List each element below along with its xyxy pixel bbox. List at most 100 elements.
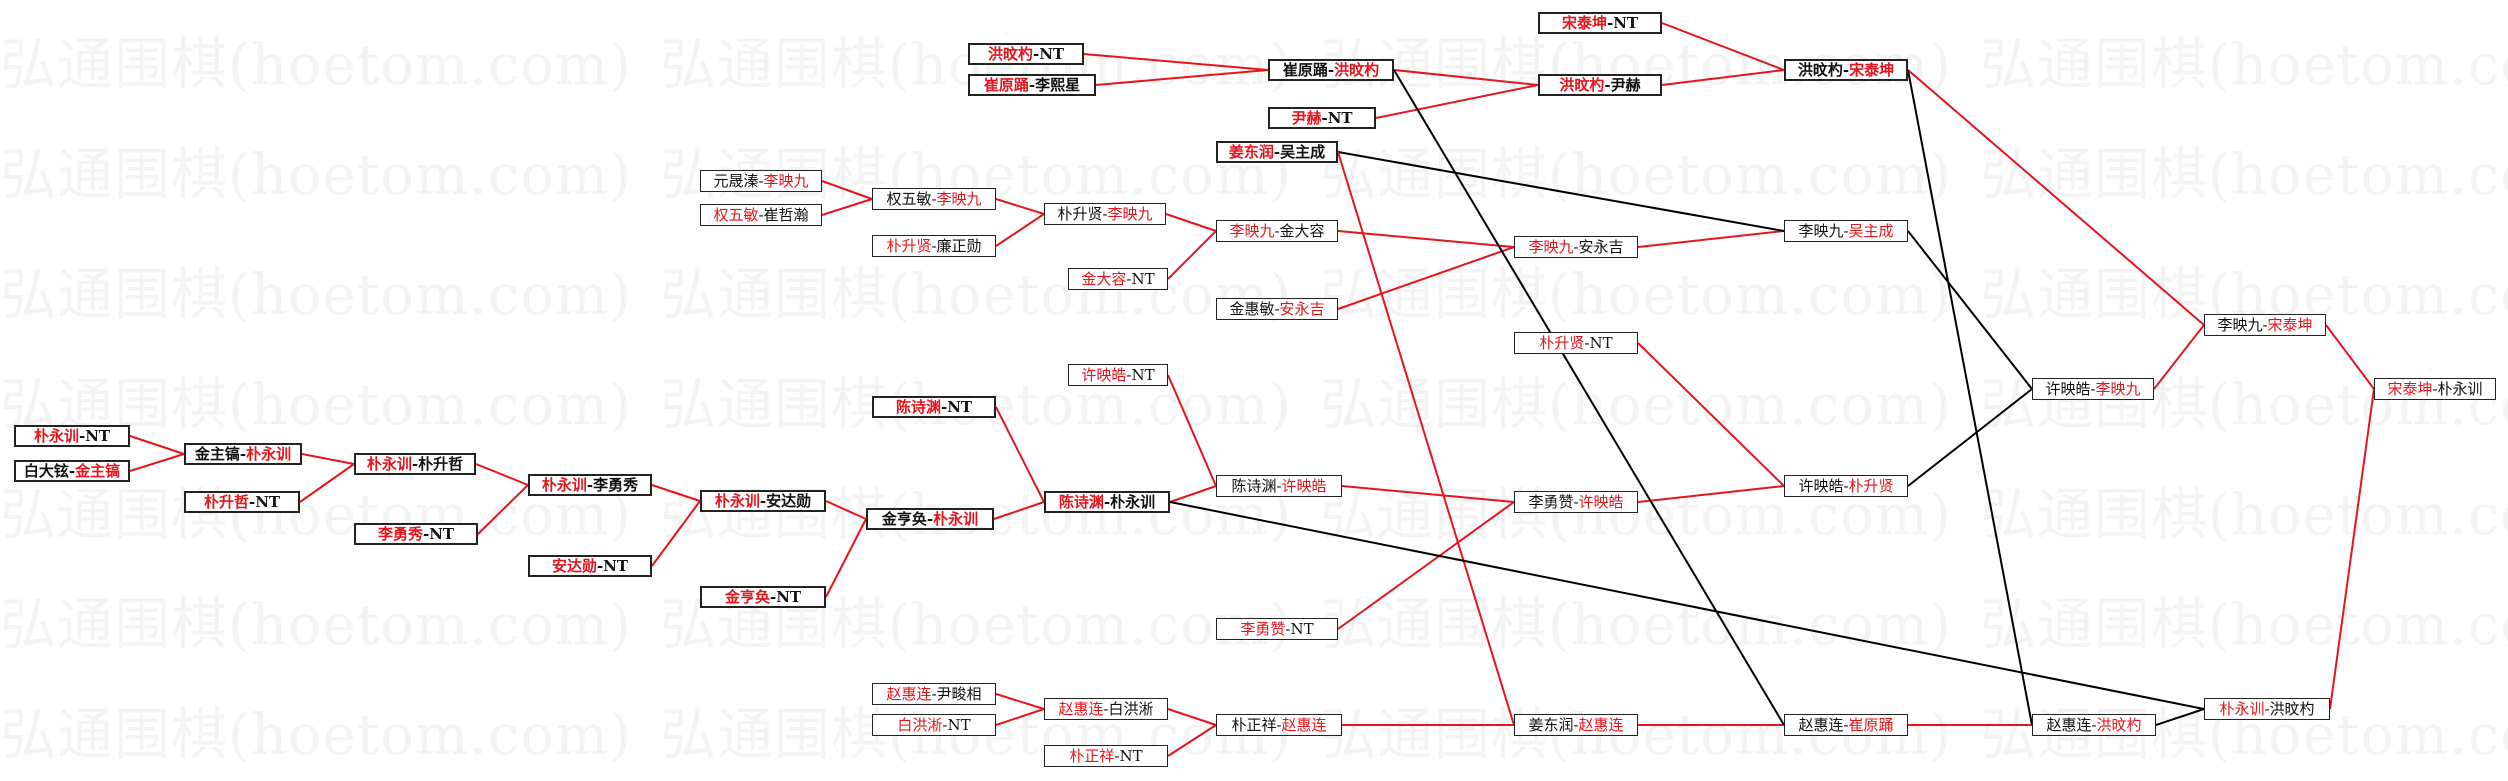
match-box: 白洪淅-NT [872,714,996,736]
player-two: 白洪淅 [1108,699,1154,718]
connector-line [1169,501,2205,710]
player-one: 许映皓 [2045,379,2091,398]
player-one: 安达勋 [551,556,597,575]
player-one: 白大铉 [23,461,69,480]
player-one: 赵惠连 [1798,715,1844,734]
separator: - [942,715,948,734]
separator: - [239,444,247,463]
connector-line [1341,485,1515,503]
connector-line [1337,230,1515,248]
match-box: 赵惠连-白洪淅 [1044,698,1168,720]
player-two: 崔原踊 [1848,715,1894,734]
player-two: 吴主成 [1280,142,1326,161]
connector-line [993,501,1045,520]
connector-line [477,484,529,535]
player-one: 金主镐 [194,444,240,463]
separator: - [1274,221,1280,240]
match-box: 李映九-宋泰坤 [2204,314,2326,336]
match-box: 李映九-金大容 [1216,220,1338,242]
player-two: 许映皓 [1281,476,1327,495]
player-two: 洪旼杓 [2269,699,2315,718]
match-box: 姜东润-赵惠连 [1514,714,1638,736]
match-box: 权五敏-李映九 [872,188,996,210]
player-two: NT [1131,269,1155,288]
connector-line [1337,151,1515,726]
match-box: 宋泰坤-朴永训 [2374,378,2496,400]
separator: - [422,524,430,543]
connector-line [301,453,355,465]
match-box: 赵惠连-崔原踊 [1784,714,1908,736]
separator: - [1274,299,1280,318]
player-two: 崔哲瀚 [763,205,809,224]
player-one: 李勇赞 [1240,619,1286,638]
match-box: 陈诗渊-许映皓 [1216,475,1342,497]
match-box: 洪旼杓-NT [968,43,1084,65]
player-two: 朴永训 [2437,379,2483,398]
connector-line [475,463,529,486]
match-box: 李勇秀-NT [354,523,478,545]
player-one: 李映九 [1528,237,1574,256]
player-two: 李映九 [936,189,982,208]
connector-line [1907,388,2033,487]
separator: - [1114,746,1120,765]
match-box: 许映皓-李映九 [2032,378,2154,400]
player-two: NT [947,397,973,416]
match-box: 朴永训-洪旼杓 [2204,698,2330,720]
player-one: 朴升贤 [886,236,932,255]
connector-line [1167,374,1217,487]
separator: - [1276,715,1282,734]
separator: - [1273,142,1281,161]
separator: - [1584,333,1590,352]
player-two: 赵惠连 [1281,715,1327,734]
player-one: 朴升哲 [203,492,249,511]
player-two: 金主镐 [75,461,121,480]
player-one: 赵惠连 [1058,699,1104,718]
player-two: 李勇秀 [593,475,639,494]
connector-line [1661,69,1785,86]
player-one: 白洪淅 [897,715,943,734]
match-box: 崔原踊-洪旼杓 [1268,59,1394,81]
connector-line [825,518,867,598]
player-one: 宋泰坤 [1561,13,1607,32]
connector-line [1375,84,1539,119]
separator: - [931,189,937,208]
separator: - [1842,60,1850,79]
player-two: 安永吉 [1279,299,1325,318]
separator: - [758,205,764,224]
connector-line [2325,324,2375,390]
player-two: NT [1131,365,1155,384]
connector-line [2153,324,2205,390]
player-two: NT [1613,13,1639,32]
connector-line [995,213,1045,247]
player-two: NT [1290,619,1314,638]
match-box: 李勇赞-NT [1216,618,1338,640]
player-two: 廉正勋 [936,236,982,255]
match-box: 朴正祥-赵惠连 [1216,714,1342,736]
connector-line [821,198,873,216]
player-two: 安永吉 [1578,237,1624,256]
player-two: 安达勋 [766,491,812,510]
player-two: 朴永训 [1110,492,1156,511]
match-box: 朴永训-朴升哲 [354,453,476,475]
connector-line [299,463,355,503]
player-two: 朴永训 [933,509,979,528]
player-one: 朴永训 [2219,699,2265,718]
player-one: 朴升贤 [1539,333,1585,352]
player-one: 朴永训 [33,426,79,445]
player-one: 朴升贤 [1057,204,1103,223]
player-two: 尹赫 [1610,75,1641,94]
connector-line [2155,708,2205,726]
player-one: 洪旼杓 [987,44,1033,63]
player-one: 李映九 [2217,315,2263,334]
player-one: 姜东润 [1528,715,1574,734]
connector-line [1167,724,1217,757]
player-two: NT [1119,746,1143,765]
player-two: 吴主成 [1848,221,1894,240]
match-box: 朴升哲-NT [184,491,300,513]
separator: - [1843,221,1849,240]
connector-line [1083,53,1269,71]
player-two: NT [1327,108,1353,127]
player-two: 赵惠连 [1578,715,1624,734]
player-two: 朴升哲 [418,454,464,473]
player-one: 许映皓 [1081,365,1127,384]
